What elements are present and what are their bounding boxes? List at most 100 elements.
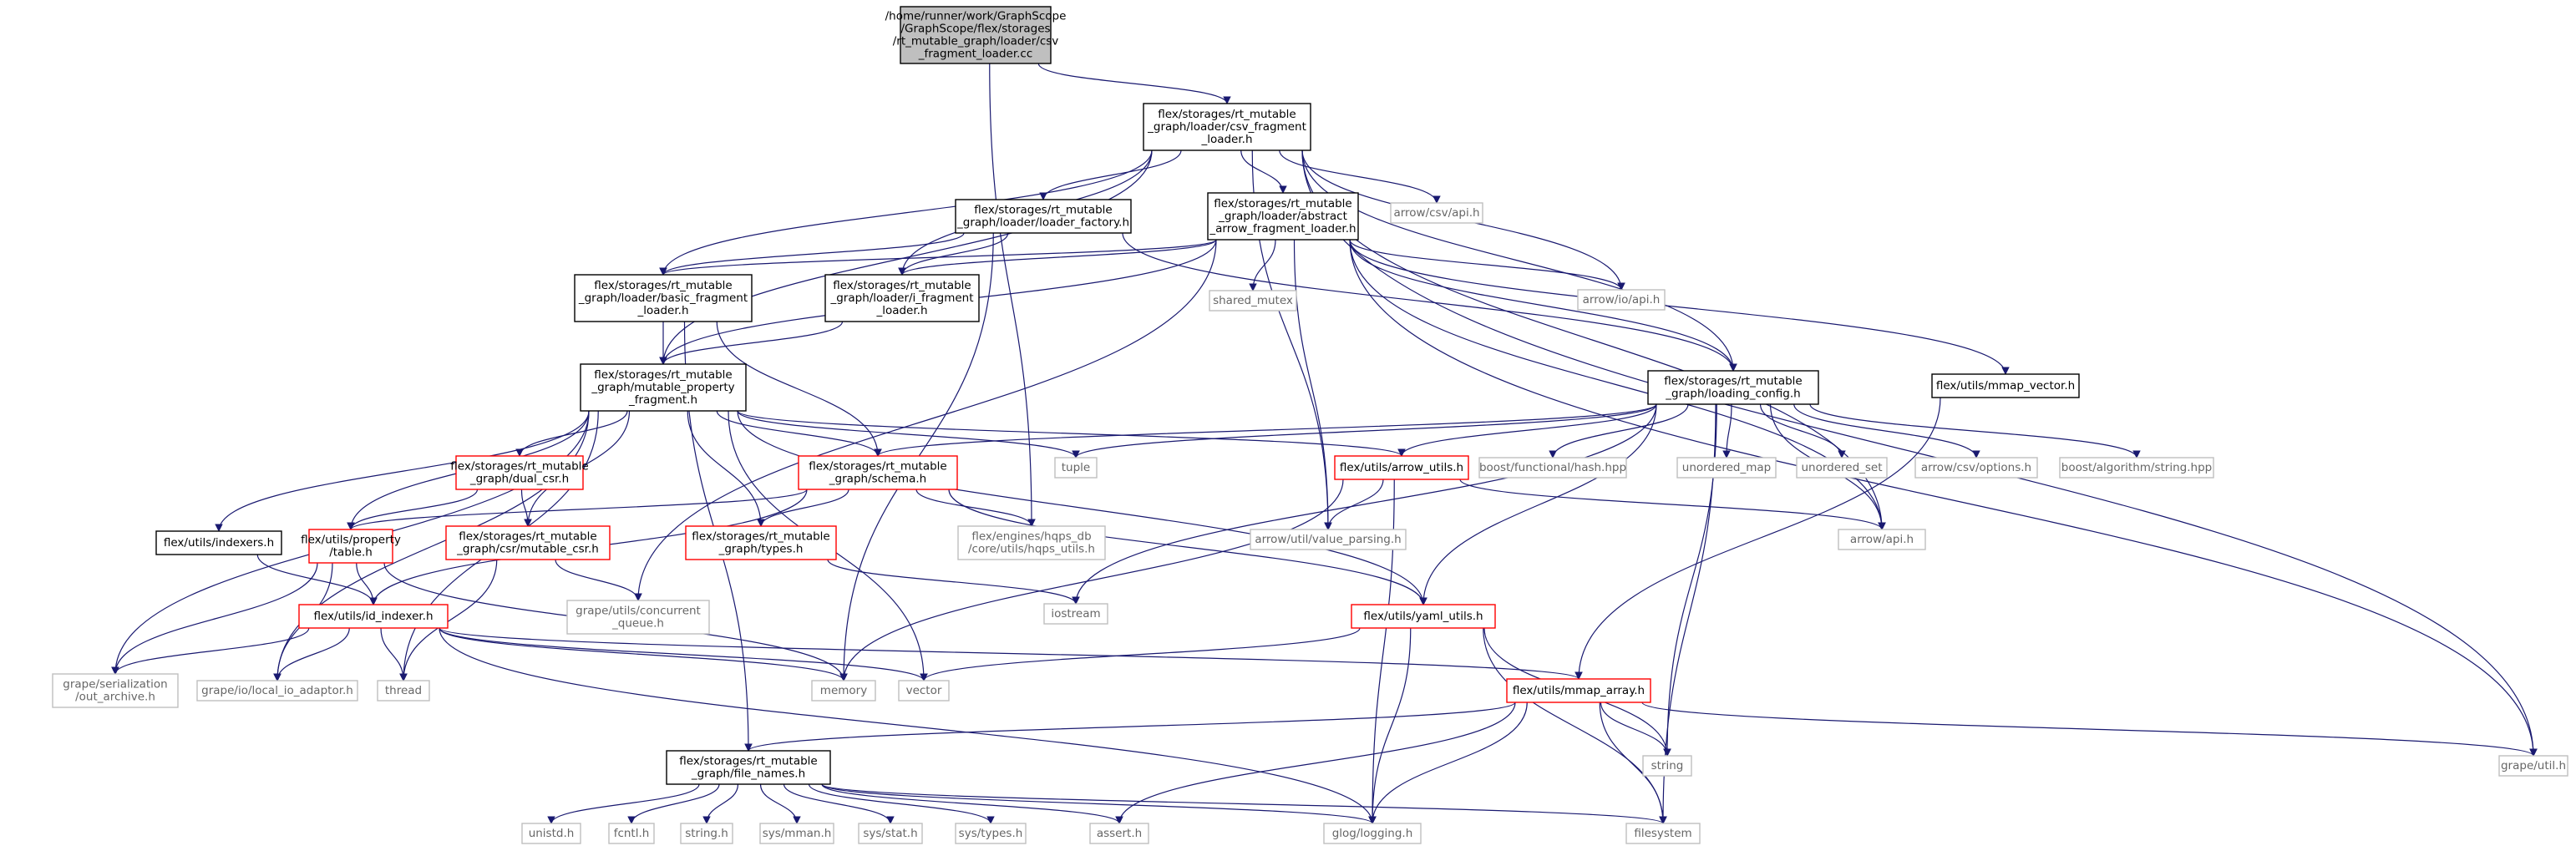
edge-id_indexer-to-mmap_array [439, 627, 1583, 680]
node-file_names[interactable]: flex/storages/rt_mutable_graph/file_name… [666, 750, 831, 785]
node-label-line: _fragment.h [628, 393, 697, 407]
node-label-line: filesystem [1634, 827, 1691, 840]
node-box [666, 750, 831, 785]
node-label-line: arrow/csv/api.h [1393, 206, 1479, 220]
edge-schema-to-types [757, 489, 849, 527]
edge-file_names-to-fcntl [627, 783, 720, 824]
node-property_table[interactable]: flex/utils/property/table.h [301, 529, 401, 564]
node-layer: /home/runner/work/GraphScope/GraphScope/… [52, 6, 2568, 844]
edge-id_indexer-to-out_archive [111, 627, 310, 675]
node-local_io: grape/io/local_io_adaptor.h [196, 680, 358, 702]
node-schema[interactable]: flex/storages/rt_mutable_graph/schema.h [798, 455, 958, 490]
node-mutable_csr[interactable]: flex/storages/rt_mutable_graph/csr/mutab… [445, 525, 611, 560]
node-label-line: flex/storages/rt_mutable [459, 530, 596, 544]
edge-loading_config-to-string [1663, 403, 1717, 757]
edge-loading_config-to-boost_hash [1549, 403, 1689, 458]
edge-schema-to-property_table [347, 489, 808, 530]
edge-id_indexer-to-thread [380, 627, 408, 681]
node-sys_stat: sys/stat.h [858, 823, 923, 844]
node-label-line: _graph/csr/mutable_csr.h [456, 543, 599, 556]
edge-mmap_array-to-grape_util [1641, 702, 2538, 757]
node-string_h: string.h [680, 823, 733, 844]
node-box [1647, 370, 1819, 405]
node-label-line: arrow/io/api.h [1583, 293, 1661, 306]
node-label-line: flex/utils/property [301, 534, 401, 547]
node-box [1506, 678, 1651, 703]
edge-file_names-to-assert [821, 783, 1123, 824]
node-label-line: _graph/dual_csr.h [469, 473, 569, 486]
node-box [580, 363, 747, 412]
node-label-line: _graph/loader/csv_fragment [1147, 120, 1306, 134]
node-mpf[interactable]: flex/storages/rt_mutable_graph/mutable_p… [580, 363, 747, 412]
node-mmap_vector[interactable]: flex/utils/mmap_vector.h [1931, 373, 2080, 398]
node-box [1209, 290, 1297, 312]
node-label-line: unistd.h [529, 827, 575, 840]
edge-layer [111, 63, 2538, 824]
node-mmap_array[interactable]: flex/utils/mmap_array.h [1506, 678, 1651, 703]
node-arrow_csv_options: arrow/csv/options.h [1914, 457, 2038, 479]
node-label-line: grape/util.h [2501, 759, 2566, 772]
node-label-line: _graph/loading_config.h [1665, 388, 1800, 401]
node-label-line: flex/storages/rt_mutable [1664, 375, 1802, 388]
node-loader_factory[interactable]: flex/storages/rt_mutable_graph/loader/lo… [955, 199, 1132, 234]
node-label-line: sys/mman.h [763, 827, 832, 840]
edge-yaml_utils-to-glog [1368, 627, 1412, 824]
node-boost_hash: boost/functional/hash.hpp [1478, 457, 1627, 479]
node-arrow_utils[interactable]: flex/utils/arrow_utils.h [1334, 455, 1469, 480]
edge-basic_loader-to-schema [716, 321, 882, 457]
node-basic_loader[interactable]: flex/storages/rt_mutable_graph/loader/ba… [574, 274, 753, 322]
edge-csv_loader_h-to-mpf [659, 149, 1153, 365]
edge-loading_config-to-arrow_csv_options [1793, 403, 1980, 458]
node-csv_loader_h[interactable]: flex/storages/rt_mutable_graph/loader/cs… [1143, 103, 1311, 151]
node-id_indexer[interactable]: flex/utils/id_indexer.h [298, 604, 449, 629]
node-arrow_api: arrow/api.h [1838, 529, 1926, 550]
node-label-line: _fragment_loader.cc [918, 48, 1033, 61]
node-unordered_set: unordered_set [1796, 457, 1888, 479]
edge-file_names-to-glog [821, 783, 1377, 824]
node-label-line: sys/stat.h [863, 827, 917, 840]
node-types[interactable]: flex/storages/rt_mutable_graph/types.h [685, 525, 837, 560]
node-abstract_loader[interactable]: flex/storages/rt_mutable_graph/loader/ab… [1207, 192, 1359, 241]
node-yaml_utils[interactable]: flex/utils/yaml_utils.h [1351, 604, 1496, 629]
node-assert: assert.h [1089, 823, 1149, 844]
node-box [798, 455, 958, 490]
node-label-line: sys/types.h [959, 827, 1023, 840]
node-box [1642, 755, 1692, 777]
edge-loading_config-to-unordered_map [1722, 403, 1732, 458]
node-box [824, 274, 980, 322]
node-box [1390, 202, 1483, 224]
node-label-line: /GraphScope/flex/storages [900, 23, 1050, 36]
node-i_loader[interactable]: flex/storages/rt_mutable_graph/loader/i_… [824, 274, 980, 322]
node-box [811, 680, 876, 702]
edge-file_names-to-sys_types [808, 783, 995, 824]
node-box [680, 823, 733, 844]
edge-mmap_array-to-glog [1368, 702, 1528, 824]
node-box [1577, 289, 1666, 311]
edge-yaml_utils-to-vector [920, 627, 1361, 681]
edge-loader_factory-to-i_loader [898, 232, 1009, 276]
edge-abstract_loader-to-shared_mutex [1249, 239, 1276, 291]
node-hqps_utils: flex/engines/hqps_db/core/utils/hqps_uti… [957, 525, 1106, 560]
node-box [608, 823, 655, 844]
edge-id_indexer-to-glog [439, 627, 1377, 824]
node-thread: thread [377, 680, 430, 702]
node-label-line: grape/io/local_io_adaptor.h [201, 684, 353, 697]
node-label-line: /home/runner/work/GraphScope [885, 10, 1067, 23]
edge-i_loader-to-mpf [659, 321, 844, 365]
edge-loading_config-to-schema [874, 403, 1657, 457]
edge-arrow_utils-to-value_parsing [1324, 479, 1384, 530]
node-label-line: flex/storages/rt_mutable [1214, 197, 1351, 210]
node-sys_mman: sys/mman.h [759, 823, 834, 844]
node-label-line: vector [906, 684, 942, 697]
node-loading_config[interactable]: flex/storages/rt_mutable_graph/loading_c… [1647, 370, 1819, 405]
edge-loader_factory-to-basic_loader [659, 232, 965, 276]
node-label-line: _graph/file_names.h [691, 767, 805, 781]
node-dual_csr[interactable]: flex/storages/rt_mutable_graph/dual_csr.… [450, 455, 589, 490]
edge-dual_csr-to-property_table [347, 489, 479, 530]
node-label-line: _graph/loader/abstract [1218, 210, 1347, 223]
node-label-line: glog/logging.h [1332, 827, 1413, 840]
edge-mutable_csr-to-concurrent_queue [555, 559, 642, 601]
node-label-line: boost/algorithm/string.hpp [2061, 461, 2212, 474]
node-indexers[interactable]: flex/utils/indexers.h [155, 530, 282, 555]
node-label-line: _graph/loader/basic_fragment [578, 291, 748, 305]
